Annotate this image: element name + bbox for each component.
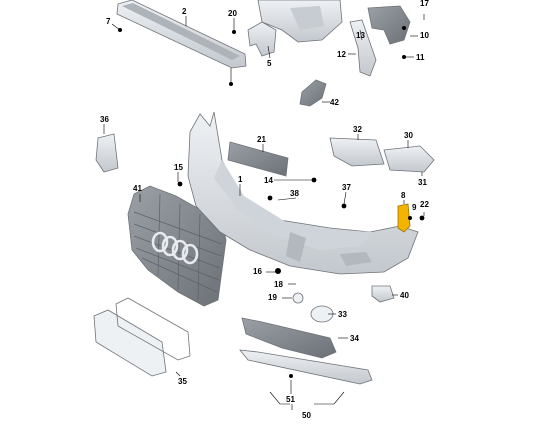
front-carrier-bracket [247,21,277,57]
bracket-42 [299,79,327,107]
label-41: 41 [133,184,142,193]
moulding-strip [239,349,373,385]
radiator-grille [127,185,227,307]
four-rings-emblem [151,231,199,265]
trim-panel-30 [383,145,435,173]
label-8: 8 [401,191,406,200]
label-36: 36 [100,115,109,124]
label-31: 31 [418,178,427,187]
fog-lamp-grille [241,305,337,359]
label-13: 13 [356,31,365,40]
label-37: 37 [342,183,351,192]
label-10: 10 [420,31,429,40]
label-17: 17 [420,0,429,8]
label-7: 7 [106,17,111,26]
label-14: 14 [264,176,273,185]
bracket-8-highlighted [397,203,411,233]
reinforcement-bar [116,0,247,69]
label-12: 12 [337,50,346,59]
label-5: 5 [267,59,272,68]
side-bracket-40 [371,285,395,303]
label-38: 38 [290,189,299,198]
label-16: 16 [253,267,262,276]
label-15: 15 [174,163,183,172]
radiator-support [257,0,343,43]
label-9: 9 [412,203,417,212]
label-30: 30 [404,131,413,140]
label-22: 22 [420,200,429,209]
bumper-cover [187,111,419,275]
label-33: 33 [338,310,347,319]
leader-lines [103,14,425,410]
label-40: 40 [400,291,409,300]
right-carrier-bracket [349,5,411,77]
fasteners [118,26,425,378]
label-19: 19 [268,293,277,302]
label-1: 1 [238,175,243,184]
part-number-labels: 2 7 20 5 13 17 10 11 12 42 21 1 15 14 38… [100,0,429,420]
label-35: 35 [178,377,187,386]
cover-36 [95,133,119,173]
label-34: 34 [350,334,359,343]
label-18: 18 [274,280,283,289]
label-11: 11 [416,53,425,62]
label-21: 21 [257,135,266,144]
plate-35-frames [93,297,191,377]
licence-plate-holder [227,141,289,177]
label-2: 2 [182,7,187,16]
label-32: 32 [353,125,362,134]
label-51: 51 [286,395,295,404]
label-20: 20 [228,9,237,18]
trim-panel-32 [329,137,385,167]
label-42: 42 [330,98,339,107]
label-50: 50 [302,411,311,420]
